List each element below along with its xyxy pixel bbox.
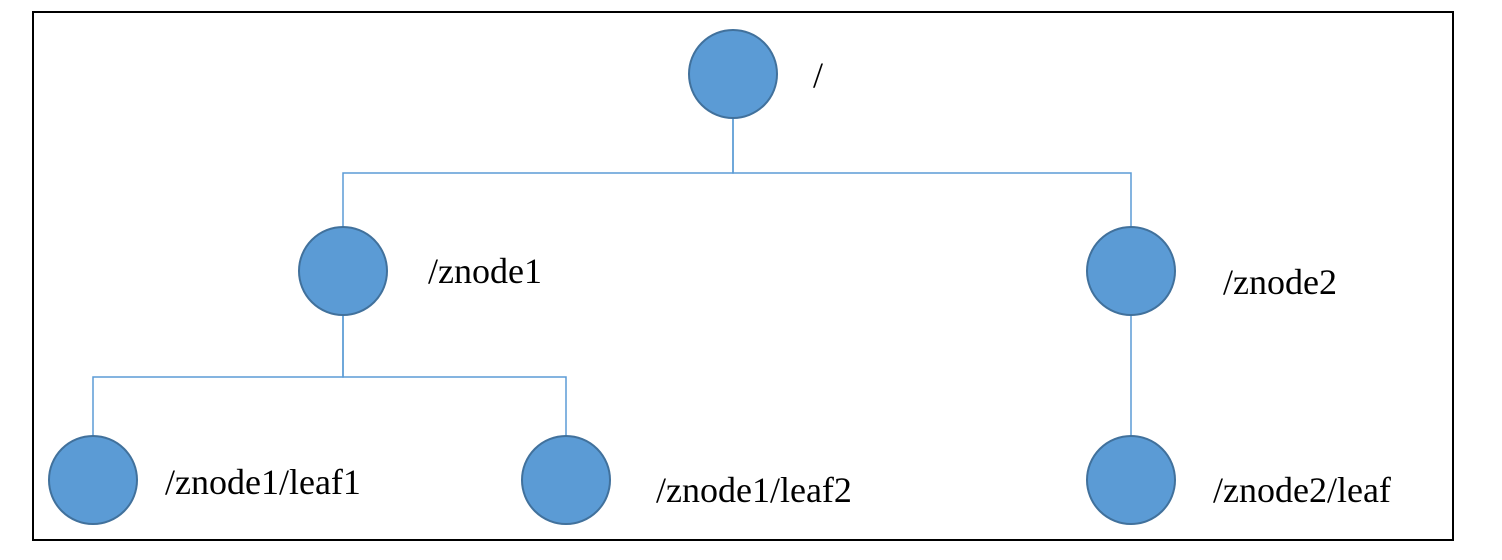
node-label-znode2-leaf: /znode2/leaf (1213, 470, 1391, 510)
node-znode2 (1086, 226, 1176, 316)
node-label-root: / (813, 55, 823, 95)
edge-root-to-znode2 (732, 118, 1132, 227)
tree-labels: / /znode1/znode2/znode1/leaf1/znode1/leaf… (165, 55, 1391, 510)
edge-root-to-znode1 (342, 118, 734, 227)
node-znode1-leaf2 (521, 435, 611, 525)
tree-nodes (48, 29, 1176, 525)
node-label-znode1-leaf2: /znode1/leaf2 (656, 470, 852, 510)
tree-edges (92, 118, 1132, 436)
edge-znode1-to-znode1-leaf2 (342, 315, 567, 436)
node-label-znode1-leaf1: /znode1/leaf1 (165, 462, 361, 502)
node-znode2-leaf (1086, 435, 1176, 525)
edge-znode1-to-znode1-leaf1 (92, 315, 344, 436)
node-root (688, 29, 778, 119)
node-znode1 (298, 226, 388, 316)
node-label-znode1: /znode1 (428, 251, 542, 291)
node-znode1-leaf1 (48, 435, 138, 525)
diagram-frame (32, 11, 1454, 541)
node-label-znode2: /znode2 (1223, 262, 1337, 302)
